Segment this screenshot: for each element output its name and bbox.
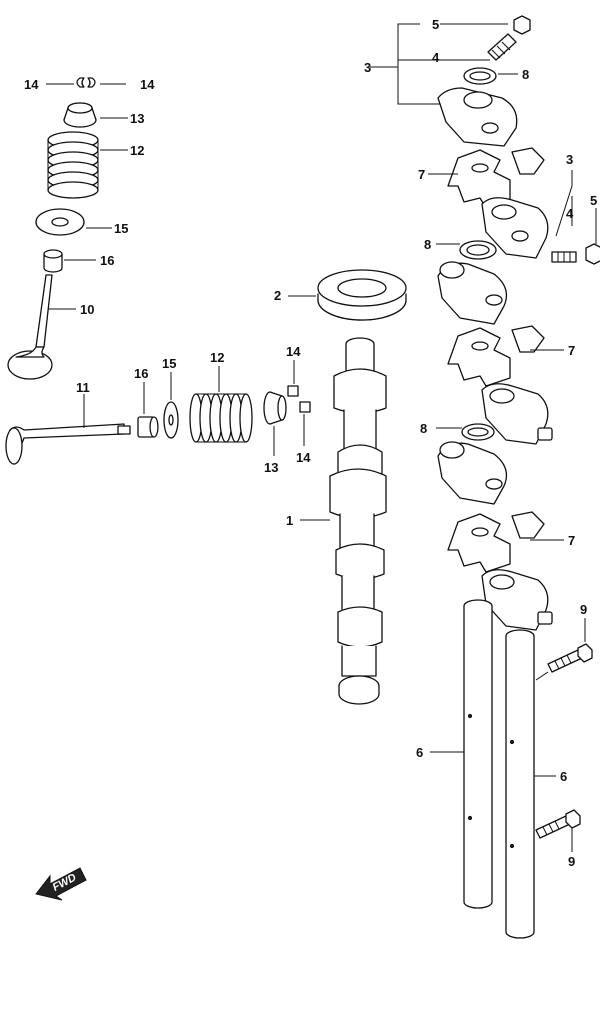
valve-keeper-top (76, 77, 96, 88)
exhaust-valve (5, 423, 131, 465)
adjusting-screw-upper (551, 251, 577, 263)
valve-stem-seal-row (137, 416, 159, 438)
rocker-arm-top (437, 87, 518, 147)
callout-15: 15 (162, 356, 176, 371)
callout-12: 12 (130, 143, 144, 158)
callout-16: 16 (100, 253, 114, 268)
shaft-bolt-upper (547, 643, 593, 673)
oil-seal (317, 269, 407, 321)
camshaft (329, 337, 387, 705)
callout-2: 2 (274, 288, 281, 303)
valve-spring-top (47, 131, 99, 199)
callout-14: 14 (296, 450, 311, 465)
callout-8: 8 (420, 421, 427, 436)
callout-4: 4 (566, 206, 574, 221)
fwd-arrow-icon: FWD (35, 867, 87, 901)
spring-seat-washer-top (35, 208, 85, 236)
callout-15: 15 (114, 221, 128, 236)
rocker-arm-bottom (481, 569, 553, 631)
valve-spring-retainer-top (63, 102, 97, 128)
rocker-arm-lowest (437, 441, 508, 505)
callout-14: 14 (140, 77, 155, 92)
callout-8: 8 (424, 237, 431, 252)
callout-3: 3 (364, 60, 371, 75)
callout-5: 5 (432, 17, 439, 32)
spring-seat-washer-row (163, 401, 179, 439)
callout-13: 13 (264, 460, 278, 475)
callout-9: 9 (568, 854, 575, 869)
callout-1: 1 (286, 513, 293, 528)
callout-8: 8 (522, 67, 529, 82)
callout-9: 9 (580, 602, 587, 617)
rocker-arm-middle (437, 261, 508, 325)
rocker-spring-middle (447, 325, 545, 387)
adjusting-nut-top (513, 15, 531, 35)
adjusting-screw-top (487, 33, 517, 61)
intake-valve (7, 274, 53, 380)
callout-13: 13 (130, 111, 144, 126)
callout-3: 3 (566, 152, 573, 167)
valve-keeper-row (287, 385, 311, 413)
callout-14: 14 (286, 344, 301, 359)
valve-spring-row (189, 393, 253, 443)
valve-spring-retainer-row (263, 391, 287, 425)
rocker-shaft-left (463, 599, 493, 909)
shaft-bolt-lower (535, 809, 581, 839)
valve-stem-seal-top (43, 249, 63, 273)
callout-16: 16 (134, 366, 148, 381)
rocker-spring-upper (447, 147, 545, 209)
wave-washer-upper (459, 240, 497, 260)
callout-4: 4 (432, 50, 440, 65)
rocker-spring-lower (447, 511, 545, 573)
callout-7: 7 (568, 343, 575, 358)
callout-12: 12 (210, 350, 224, 365)
rocker-arm-upper (481, 197, 549, 259)
adjusting-nut-upper (585, 243, 600, 265)
callout-11: 11 (76, 380, 90, 395)
wave-washer-lower (461, 423, 495, 441)
callout-7: 7 (418, 167, 425, 182)
callout-10: 10 (80, 302, 94, 317)
rocker-arm-lower (481, 383, 553, 445)
callout-5: 5 (590, 193, 597, 208)
callout-6: 6 (560, 769, 567, 784)
wave-washer-top (463, 67, 497, 85)
callout-14: 14 (24, 77, 39, 92)
callout-6: 6 (416, 745, 423, 760)
callout-7: 7 (568, 533, 575, 548)
rocker-shaft-right (505, 629, 535, 939)
